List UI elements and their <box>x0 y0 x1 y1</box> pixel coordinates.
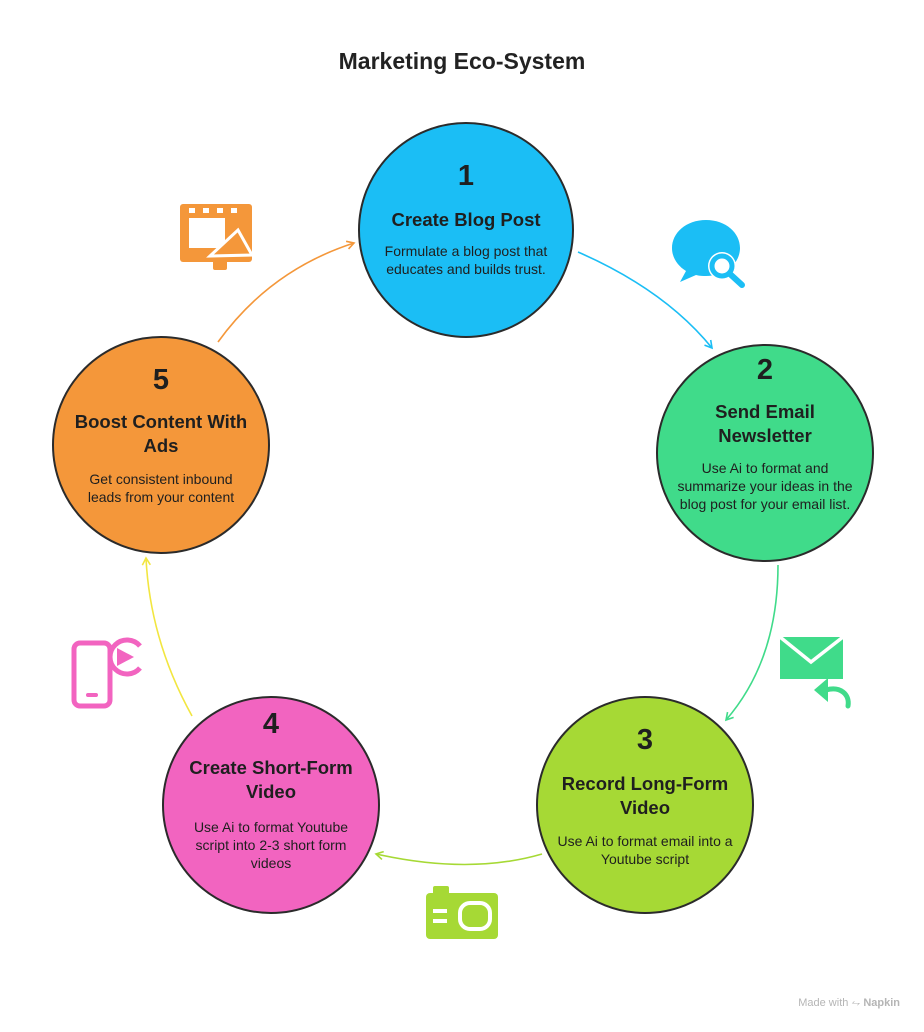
step-3-node: 3 Record Long-Form Video Use Ai to forma… <box>536 696 754 914</box>
camera-icon <box>426 886 498 939</box>
napkin-logo-icon: ⥊ <box>851 997 861 1009</box>
step-5-heading: Boost Content With Ads <box>74 411 248 456</box>
made-with-footer: Made with ⥊ Napkin <box>798 997 900 1010</box>
step-5-number: 5 <box>152 364 170 396</box>
arrow-4-to-5 <box>141 556 193 717</box>
chat-search-icon <box>672 220 745 288</box>
step-2-heading: Send Email Newsletter <box>715 401 815 446</box>
step-2-number: 2 <box>756 354 774 386</box>
step-1-number: 1 <box>457 160 475 192</box>
step-1-description: Formulate a blog post that educates and … <box>384 243 548 277</box>
step-2-node: 2 Send Email Newsletter Use Ai to format… <box>656 344 874 562</box>
step-3-heading: Record Long-Form Video <box>561 773 729 818</box>
step-5-node: 5 Boost Content With Ads Get consistent … <box>52 336 270 554</box>
step-2-description: Use Ai to format and summarize your idea… <box>677 460 853 512</box>
step-4-number: 4 <box>262 708 280 740</box>
video-megaphone-icon <box>180 204 255 270</box>
napkin-brand: Napkin <box>863 997 900 1009</box>
diagram-title: Marketing Eco-System <box>338 48 586 74</box>
step-4-description: Use Ai to format Youtube script into 2-3… <box>193 819 349 871</box>
step-4-heading: Create Short-Form Video <box>189 757 353 802</box>
arrow-2-to-3 <box>724 564 779 722</box>
step-1-node: 1 Create Blog Post Formulate a blog post… <box>358 122 574 338</box>
step-1-heading: Create Blog Post <box>391 209 541 230</box>
step-4-node: 4 Create Short-Form Video Use Ai to form… <box>162 696 380 914</box>
phone-play-icon <box>71 637 142 709</box>
mail-reply-icon <box>778 635 851 709</box>
arrow-3-to-4 <box>374 850 543 866</box>
step-3-number: 3 <box>636 724 654 756</box>
arrow-5-to-1 <box>217 240 356 343</box>
arrow-1-to-2 <box>577 251 714 350</box>
step-3-description: Use Ai to format email into a Youtube sc… <box>557 833 733 867</box>
made-with-label: Made with <box>798 997 849 1009</box>
step-5-description: Get consistent inbound leads from your c… <box>87 471 235 505</box>
